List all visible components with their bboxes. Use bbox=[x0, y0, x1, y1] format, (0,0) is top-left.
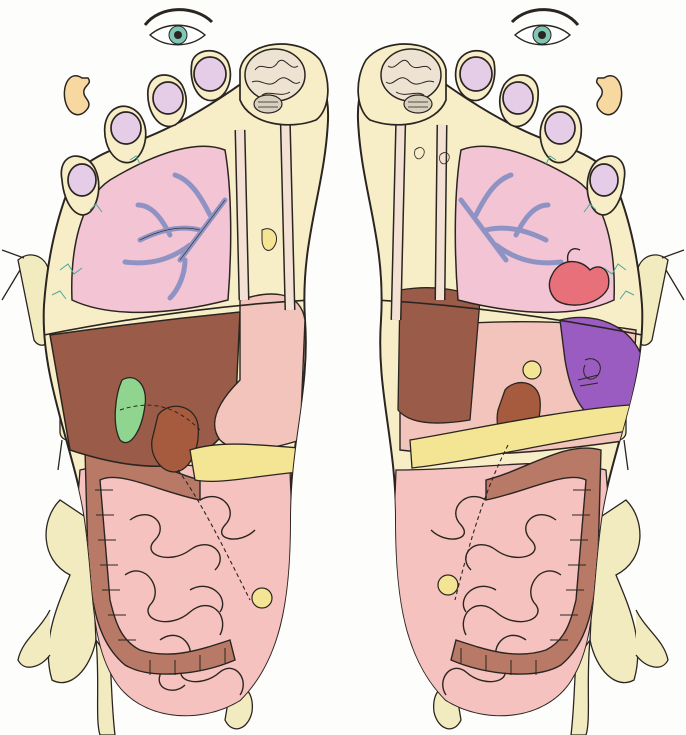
right-ear-icon bbox=[597, 76, 622, 115]
right-eye-icon bbox=[512, 10, 578, 45]
left-ear-icon bbox=[64, 76, 89, 115]
left-liver bbox=[50, 312, 240, 466]
left-eye-icon bbox=[145, 10, 212, 45]
